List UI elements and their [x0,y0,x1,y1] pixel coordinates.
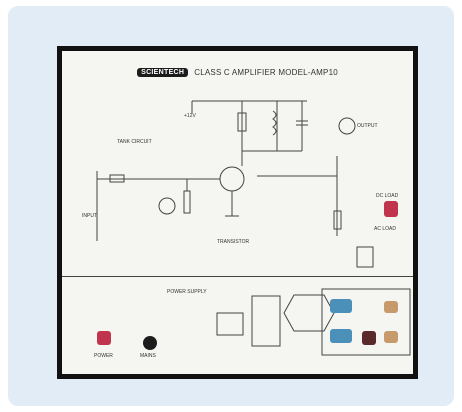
trainer-board: SCIENTECH CLASS C AMPLIFIER MODEL-AMP10 [57,46,418,379]
dc-load-socket [384,201,398,217]
orange-socket-bottom [384,331,398,343]
power-switch [97,331,111,345]
mains-label: MAINS [140,353,156,359]
input-capacitor [109,174,125,183]
board-title: CLASS C AMPLIFIER MODEL-AMP10 [194,67,338,77]
input-label: INPUT [82,213,97,219]
section-divider [62,276,413,277]
vcc-label: +12V [184,113,196,119]
rectifier-bridge [283,294,335,332]
tank-resistor [237,112,247,132]
bias-meter [158,197,176,215]
power-supply-label: POWER SUPPLY [167,289,207,295]
transistor-symbol [219,166,245,192]
board-panel: SCIENTECH CLASS C AMPLIFIER MODEL-AMP10 [62,51,413,374]
transformer [251,295,281,347]
ac-load-label: AC LOAD [374,226,396,232]
brand-logo: SCIENTECH [137,67,189,77]
circuit-schematic [96,100,411,356]
output-label: OUTPUT [357,123,378,129]
mains-knob [143,336,157,350]
transistor-label: TRANSISTOR [217,239,250,245]
board-header: SCIENTECH CLASS C AMPLIFIER MODEL-AMP10 [62,65,413,79]
blue-socket-top [330,299,352,313]
blue-socket-bottom [330,329,352,343]
bias-resistor [183,190,191,214]
regulator-section [321,288,411,356]
tank-circuit-label: TANK CIRCUIT [117,139,152,145]
tank-inductor [272,110,277,136]
bridge-block [216,312,244,336]
output-meter [338,117,356,135]
load-resistor [333,210,342,230]
dark-socket [362,331,376,345]
orange-socket-top [384,301,398,313]
image-frame: SCIENTECH CLASS C AMPLIFIER MODEL-AMP10 [8,6,454,406]
power-label: POWER [94,353,113,359]
regulator-chip [356,246,374,268]
dc-load-label: DC LOAD [376,193,399,199]
